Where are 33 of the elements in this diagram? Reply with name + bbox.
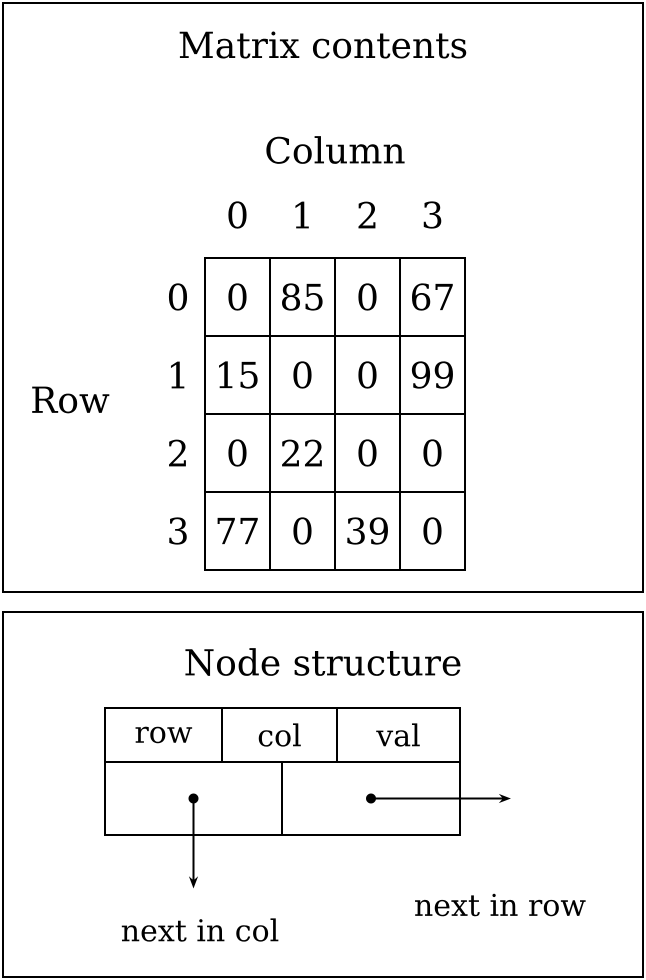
column-index: 3 xyxy=(424,201,442,229)
pointer-cell xyxy=(104,761,283,836)
matrix-cell: 39 xyxy=(334,491,401,571)
matrix-cell: 0 xyxy=(269,491,336,571)
matrix-cell: 0 xyxy=(334,335,401,415)
matrix-cell: 0 xyxy=(334,413,401,493)
header-label: Column xyxy=(266,136,405,164)
pointer-cell xyxy=(281,761,461,836)
row-index: 0 xyxy=(168,283,188,311)
matrix-cell: 85 xyxy=(269,257,336,337)
matrix-cell: 0 xyxy=(399,413,466,493)
matrix-cell: 0 xyxy=(399,491,466,571)
field-cell: val xyxy=(336,707,461,763)
row-index: 2 xyxy=(169,440,186,466)
column-index: 1 xyxy=(295,202,309,228)
row-index: 3 xyxy=(169,517,187,545)
row-index: 1 xyxy=(170,362,184,388)
matrix-cell: 0 xyxy=(204,257,271,337)
matrix-cell: 77 xyxy=(204,491,271,571)
matrix-cell: 0 xyxy=(334,257,401,337)
edge-label: next in row xyxy=(415,894,586,916)
matrix-cell: 0 xyxy=(269,335,336,415)
column-index: 0 xyxy=(228,201,247,229)
field-cell: row xyxy=(104,707,223,763)
edge-label: next in col xyxy=(122,918,278,942)
matrix-cell: 0 xyxy=(204,413,271,493)
matrix-cell: 99 xyxy=(399,335,466,415)
matrix-cell: 67 xyxy=(399,257,466,337)
column-index: 2 xyxy=(358,202,376,228)
field-cell: col xyxy=(221,707,338,763)
matrix-cell: 15 xyxy=(204,335,271,415)
matrix-cell: 22 xyxy=(269,413,336,493)
header-label: Row xyxy=(32,386,110,414)
